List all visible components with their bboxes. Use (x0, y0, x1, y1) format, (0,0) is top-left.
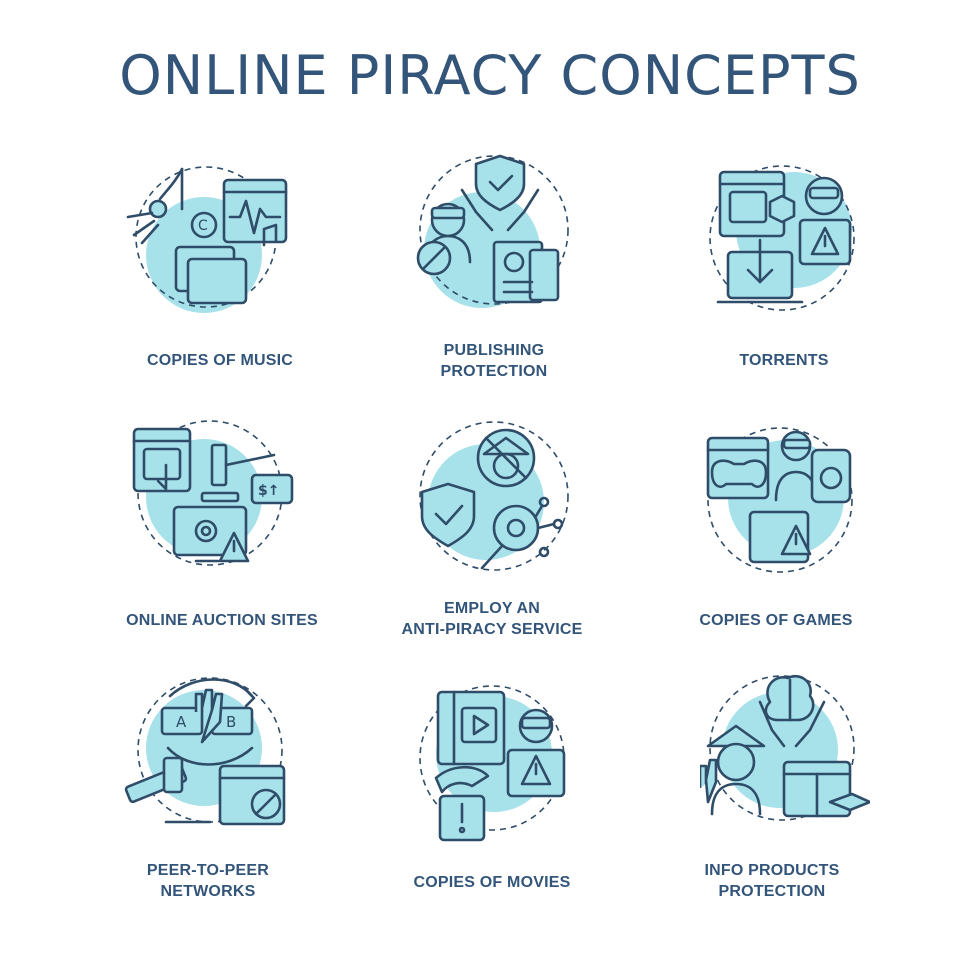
concept-label-line2: ANTI-PIRACY SERVICE (401, 621, 583, 638)
svg-text:$↑: $↑ (258, 483, 279, 499)
concept-label-line1: EMPLOY AN (443, 600, 541, 617)
concept-label-line2: PROTECTION (718, 883, 826, 900)
concept-label-publishing-protection: PUBLISHING PROTECTION (364, 340, 624, 382)
concept-label-line1: COPIES OF GAMES (699, 612, 853, 629)
concept-label-line1: COPIES OF MOVIES (413, 874, 571, 891)
concept-label-line1: COPIES OF MUSIC (146, 352, 294, 369)
gamepad-icon (704, 420, 874, 590)
concept-label-line1: PEER-TO-PEER (146, 862, 270, 879)
auction-gavel-icon: $↑ (124, 415, 294, 585)
concept-label-info-products: INFO PRODUCTS PROTECTION (642, 860, 902, 902)
svg-text:C: C (198, 218, 208, 234)
concept-label-copies-of-movies: COPIES OF MOVIES (362, 872, 622, 893)
concept-label-line1: INFO PRODUCTS (704, 862, 840, 879)
concept-label-line2: NETWORKS (160, 883, 256, 900)
svg-text:B: B (226, 713, 236, 731)
concept-label-line1: PUBLISHING (443, 342, 545, 359)
torrent-download-icon (704, 158, 874, 328)
concept-label-copies-of-music: COPIES OF MUSIC (90, 350, 350, 371)
peer-network-icon: A B (124, 676, 294, 846)
movie-player-icon (412, 684, 582, 854)
concept-label-line1: TORRENTS (739, 352, 829, 369)
concept-label-torrents: TORRENTS (654, 350, 914, 371)
concept-label-copies-of-games: COPIES OF GAMES (646, 610, 906, 631)
anti-piracy-shield-icon (412, 420, 582, 590)
concept-label-peer-to-peer: PEER-TO-PEER NETWORKS (78, 860, 338, 902)
svg-text:A: A (176, 713, 187, 731)
publishing-shield-icon (412, 150, 582, 320)
concept-label-line1: ONLINE AUCTION SITES (126, 612, 318, 629)
page-title: ONLINE PIRACY CONCEPTS (119, 44, 861, 107)
music-copyright-icon: C (124, 165, 294, 335)
concept-label-line2: PROTECTION (440, 363, 548, 380)
info-brain-icon (700, 668, 870, 838)
concept-label-online-auction-sites: ONLINE AUCTION SITES (92, 610, 352, 631)
concept-label-anti-piracy-service: EMPLOY AN ANTI-PIRACY SERVICE (362, 598, 622, 640)
